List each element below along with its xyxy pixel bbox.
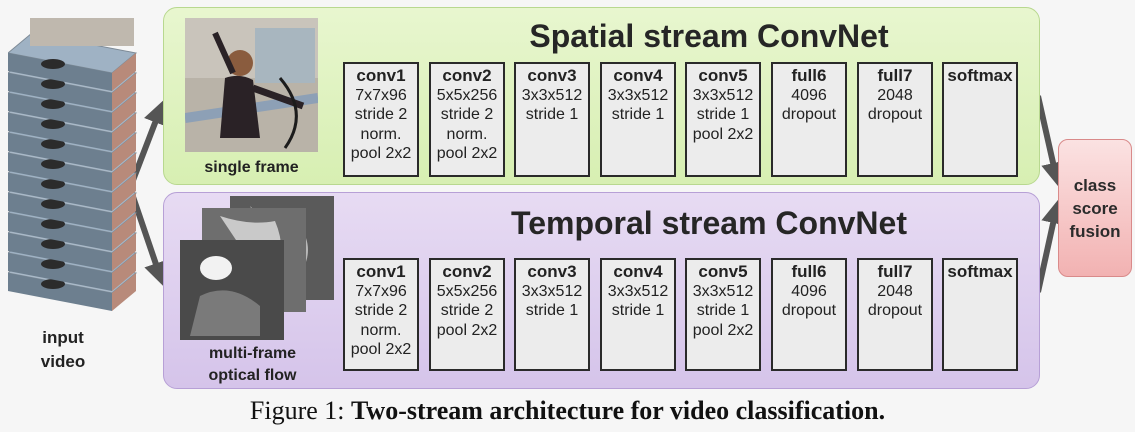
arrow-temporal-to-fusion <box>1035 199 1065 293</box>
spatial-layer-softmax: softmax <box>942 62 1018 177</box>
layer-detail: 4096 dropout <box>781 86 837 124</box>
layer-name: softmax <box>947 262 1013 281</box>
input-video-label: input video <box>40 328 86 371</box>
input-video <box>6 18 140 318</box>
layer-detail: 7x7x96 stride 2 norm. pool 2x2 <box>350 86 412 163</box>
layer-name: full6 <box>791 262 827 281</box>
layer-name: full6 <box>791 66 827 85</box>
layer-detail: 5x5x256 stride 2 norm. pool 2x2 <box>436 86 498 163</box>
layer-name: full7 <box>877 66 913 85</box>
figure-caption: Figure 1: Two-stream architecture for vi… <box>0 396 1135 426</box>
layer-detail: 3x3x512 stride 1 <box>607 86 669 124</box>
arrow-spatial-to-fusion <box>1035 95 1065 187</box>
video-frame-stack-icon <box>6 18 138 311</box>
layer-name: conv1 <box>356 262 406 281</box>
layer-detail: 2048 dropout <box>867 282 923 320</box>
layer-detail: 2048 dropout <box>867 86 923 124</box>
single-frame-caption: single frame <box>204 159 299 176</box>
layer-detail: 3x3x512 stride 1 <box>607 282 669 320</box>
layer-name: conv2 <box>442 262 492 281</box>
class-score-fusion-box: class score fusion <box>1058 139 1132 277</box>
layer-detail: 4096 dropout <box>781 282 837 320</box>
optical-flow-images <box>180 196 335 342</box>
layer-detail: 7x7x96 stride 2 norm. pool 2x2 <box>350 282 412 359</box>
layer-name: conv3 <box>527 66 577 85</box>
layer-detail: 5x5x256 stride 2 pool 2x2 <box>436 282 498 339</box>
layer-detail: 3x3x512 stride 1 <box>521 86 583 124</box>
layer-name: conv3 <box>527 262 577 281</box>
layer-name: conv5 <box>698 66 748 85</box>
layer-name: softmax <box>947 66 1013 85</box>
layer-name: conv1 <box>356 66 406 85</box>
layer-detail: 3x3x512 stride 1 <box>521 282 583 320</box>
layer-detail: 3x3x512 stride 1 pool 2x2 <box>692 86 754 143</box>
temporal-stream-title: Temporal stream ConvNet <box>511 205 907 241</box>
figure-caption-title: Two-stream architecture for video classi… <box>351 396 886 425</box>
figure-caption-prefix: Figure 1: <box>249 396 351 425</box>
temporal-layer-softmax: softmax <box>942 258 1018 371</box>
layer-name: conv4 <box>613 262 663 281</box>
single-frame-image <box>184 18 319 152</box>
spatial-stream-title: Spatial stream ConvNet <box>529 18 889 54</box>
layer-name: conv5 <box>698 262 748 281</box>
optical-flow-caption: multi-frame optical flow <box>208 345 297 384</box>
layer-name: conv2 <box>442 66 492 85</box>
layer-name: conv4 <box>613 66 663 85</box>
layer-detail: 3x3x512 stride 1 pool 2x2 <box>692 282 754 339</box>
layer-name: full7 <box>877 262 913 281</box>
